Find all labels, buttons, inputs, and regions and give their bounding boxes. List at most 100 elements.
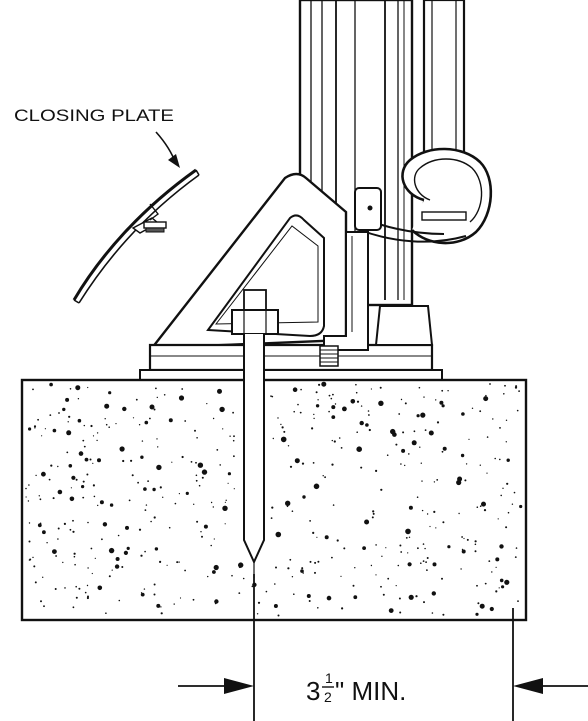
concrete-aggregate-speck (27, 500, 30, 502)
concrete-aggregate-speck (28, 540, 31, 543)
concrete-aggregate-speck (198, 484, 201, 487)
concrete-aggregate-speck (277, 614, 280, 617)
concrete-aggregate-speck (28, 522, 31, 524)
concrete-aggregate-speck (72, 519, 74, 522)
concrete-aggregate-speck (145, 504, 148, 506)
concrete-aggregate-speck (143, 487, 147, 491)
concrete-aggregate-speck (417, 547, 419, 550)
concrete-aggregate-speck (65, 397, 70, 402)
concrete-aggregate-speck (135, 398, 138, 401)
concrete-aggregate-speck (287, 567, 290, 570)
concrete-aggregate-speck (350, 399, 356, 404)
concrete-aggregate-speck (474, 543, 477, 546)
concrete-aggregate-speck (32, 388, 34, 391)
concrete-aggregate-speck (104, 403, 110, 409)
concrete-aggregate-speck (356, 446, 363, 453)
concrete-aggregate-speck (75, 585, 77, 588)
concrete-aggregate-speck (491, 571, 493, 573)
concrete-aggregate-speck (387, 577, 390, 580)
concrete-aggregate-speck (99, 500, 104, 505)
concrete-aggregate-speck (132, 417, 135, 419)
concrete-aggregate-speck (160, 612, 163, 615)
concrete-aggregate-speck (34, 581, 37, 584)
concrete-aggregate-speck (324, 476, 326, 479)
concrete-aggregate-speck (144, 509, 147, 511)
concrete-aggregate-speck (114, 564, 120, 569)
concrete-aggregate-speck (379, 386, 382, 389)
concrete-aggregate-speck (137, 481, 140, 484)
concrete-aggregate-speck (340, 447, 343, 449)
concrete-aggregate-speck (515, 385, 518, 388)
concrete-aggregate-speck (301, 462, 305, 465)
concrete-aggregate-speck (159, 486, 162, 489)
closing-plate-leader-arrowhead (168, 154, 180, 168)
dimension-whole: 3 (306, 676, 320, 706)
concrete-aggregate-speck (25, 496, 27, 498)
concrete-aggregate-speck (44, 428, 47, 430)
concrete-aggregate-speck (425, 561, 427, 563)
closing-plate-label: CLOSING PLATE (14, 106, 174, 125)
concrete-aggregate-speck (108, 547, 115, 554)
concrete-aggregate-speck (102, 522, 108, 527)
concrete-aggregate-speck (166, 564, 168, 566)
concrete-aggregate-speck (176, 561, 179, 564)
concrete-aggregate-speck (62, 407, 66, 412)
concrete-aggregate-speck (471, 407, 474, 409)
concrete-aggregate-speck (195, 461, 197, 464)
concrete-aggregate-speck (71, 475, 76, 480)
concrete-aggregate-speck (78, 451, 84, 456)
concrete-aggregate-speck (184, 569, 187, 572)
concrete-aggregate-speck (476, 506, 479, 509)
concrete-aggregate-speck (365, 423, 369, 427)
concrete-aggregate-speck (474, 550, 477, 553)
concrete-aggregate-speck (474, 540, 477, 543)
concrete-aggregate-speck (87, 567, 89, 569)
concrete-aggregate-speck (505, 419, 508, 421)
concrete-aggregate-speck (232, 411, 235, 414)
concrete-aggregate-speck (203, 524, 208, 529)
concrete-aggregate-speck (52, 497, 55, 500)
concrete-aggregate-speck (426, 569, 428, 571)
concrete-aggregate-speck (39, 498, 42, 501)
concrete-aggregate-speck (495, 590, 498, 593)
concrete-aggregate-speck (442, 446, 447, 451)
concrete-aggregate-speck (194, 429, 196, 432)
concrete-aggregate-speck (475, 612, 479, 616)
concrete-aggregate-speck (49, 382, 53, 387)
concrete-aggregate-speck (210, 544, 212, 547)
concrete-aggregate-speck (62, 561, 64, 564)
concrete-aggregate-speck (408, 594, 414, 600)
concrete-aggregate-speck (289, 558, 292, 561)
concrete-aggregate-speck (375, 544, 377, 546)
concrete-aggregate-speck (75, 596, 78, 599)
concrete-aggregate-speck (331, 556, 333, 559)
concrete-aggregate-speck (58, 412, 60, 414)
concrete-aggregate-speck (498, 587, 500, 589)
concrete-aggregate-speck (104, 418, 106, 420)
concrete-aggregate-speck (431, 612, 434, 614)
concrete-aggregate-speck (398, 413, 401, 415)
concrete-aggregate-speck (390, 428, 396, 435)
concrete-aggregate-speck (174, 502, 177, 505)
concrete-aggregate-speck (232, 439, 235, 442)
concrete-aggregate-speck (25, 487, 27, 490)
concrete-aggregate-speck (196, 437, 198, 439)
concrete-aggregate-speck (505, 526, 508, 529)
concrete-aggregate-speck (105, 612, 107, 614)
concrete-aggregate-speck (381, 555, 383, 557)
concrete-aggregate-speck (181, 455, 184, 459)
concrete-aggregate-speck (28, 427, 32, 431)
concrete-aggregate-speck (308, 600, 311, 602)
concrete-aggregate-speck (92, 462, 94, 464)
concrete-aggregate-speck (92, 484, 95, 487)
concrete-aggregate-speck (322, 475, 324, 477)
concrete-aggregate-speck (193, 503, 195, 505)
concrete-aggregate-speck (418, 386, 421, 389)
concrete-aggregate-speck (78, 587, 81, 590)
concrete-aggregate-speck (328, 394, 331, 397)
concrete-aggregate-speck (179, 597, 182, 599)
concrete-aggregate-speck (233, 455, 235, 458)
concrete-aggregate-speck (331, 463, 334, 466)
concrete-aggregate-speck (32, 556, 34, 559)
closing-plate (72, 168, 200, 304)
